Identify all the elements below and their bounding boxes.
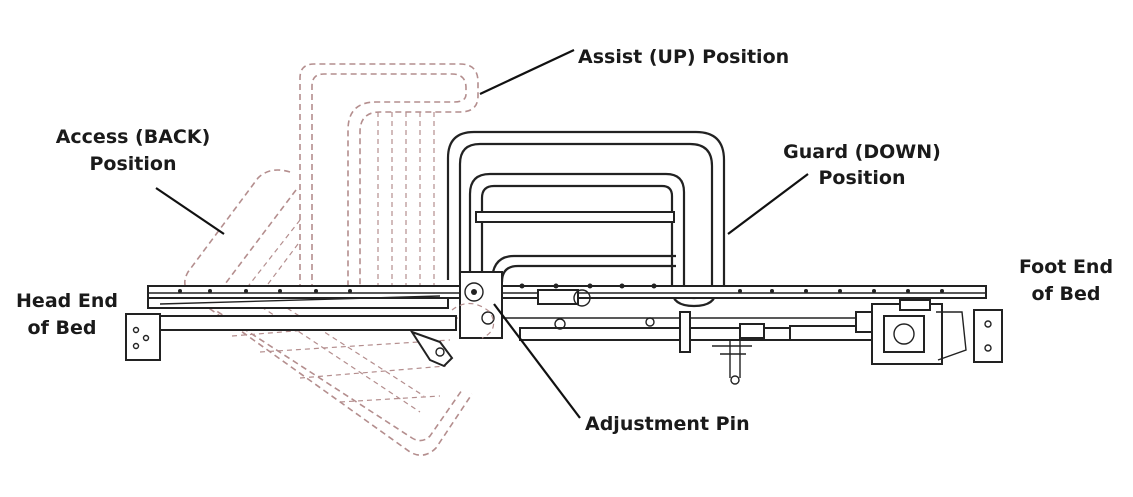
access-position-label-line2: Position <box>90 153 177 175</box>
access-leader-line <box>155 187 225 235</box>
foot-end-label-line2: of Bed <box>1032 283 1101 305</box>
pin-leader-line <box>493 303 581 419</box>
assist-position-label: Assist (UP) Position <box>578 46 789 68</box>
head-end-label-line2: of Bed <box>28 317 97 339</box>
access-position-label-line1: Access (BACK) <box>56 126 211 148</box>
guard-position-label-line1: Guard (DOWN) <box>783 141 941 163</box>
guard-leader-line <box>727 173 809 235</box>
foot-drive-assembly <box>789 299 967 365</box>
assist-up-rail-ghost <box>299 63 479 300</box>
guard-position-label-line2: Position <box>819 167 906 189</box>
adjustment-pin-label: Adjustment Pin <box>585 413 750 435</box>
assist-leader-line <box>479 49 575 95</box>
foot-end-label-line1: Foot End <box>1019 256 1113 278</box>
head-end-label-line1: Head End <box>16 290 118 312</box>
access-back-rail-ghost <box>184 169 473 456</box>
